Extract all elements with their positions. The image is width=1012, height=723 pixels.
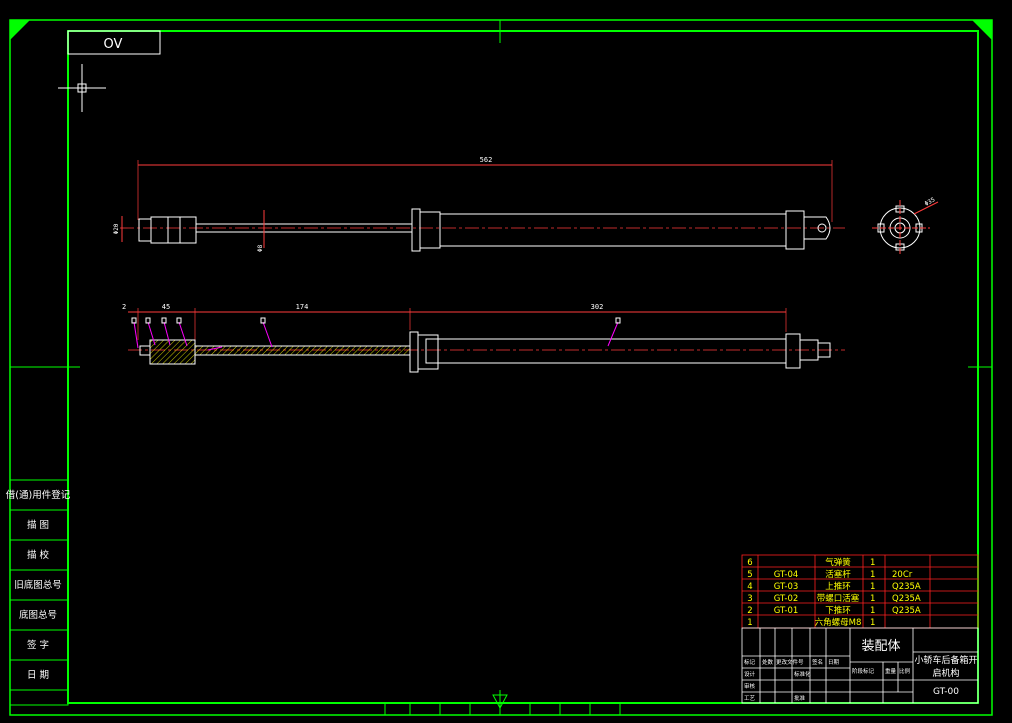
- dim-end-dia: Φ35: [924, 196, 937, 208]
- title-block-main: 装配体: [861, 639, 900, 654]
- end-view: [872, 200, 939, 256]
- bom-qty: 1: [870, 582, 875, 592]
- tb-label: 阶段标记: [852, 667, 875, 675]
- tb-label: 审核: [744, 682, 756, 690]
- bom-code: GT-01: [774, 606, 799, 616]
- title-box: [67, 30, 161, 55]
- dim-seg-b: 174: [296, 303, 309, 311]
- side-label-3: 旧底图总号: [14, 579, 62, 591]
- title-block-drawing-no: GT-00: [933, 687, 959, 697]
- bom-qty: 1: [870, 606, 875, 616]
- title-block-product-line1: 小轿车后备箱开: [914, 654, 977, 666]
- tb-label: 更改文件号: [776, 658, 804, 666]
- title-block-product-line2: 启机构: [932, 667, 959, 679]
- dim-seg-c: 302: [591, 303, 604, 311]
- bom-code: GT-04: [774, 570, 799, 580]
- top-view: 562 Φ20 Φ8: [113, 156, 845, 252]
- bom-name: 带螺口活塞: [817, 593, 860, 604]
- bom-qty: 1: [870, 594, 875, 604]
- tb-label: 日期: [828, 659, 840, 666]
- tb-label: 工艺: [744, 695, 756, 702]
- tb-label: 标准化: [794, 670, 811, 678]
- tb-label: 处数: [762, 658, 774, 666]
- bom-name: 气弹簧: [825, 557, 851, 568]
- bom-rows: 6 气弹簧 1 5 GT-04 活塞杆 1 20Cr 4 GT-03 上推环 1…: [747, 557, 921, 628]
- bom-no: 2: [747, 606, 752, 616]
- bom-qty: 1: [870, 618, 875, 628]
- tb-label: 比例: [899, 667, 911, 675]
- bom-no: 6: [747, 558, 752, 568]
- section-view: 2 45 174 302: [122, 303, 845, 373]
- side-label-5: 签 字: [27, 639, 49, 651]
- bom-code: GT-03: [774, 582, 799, 592]
- bom-code: GT-02: [774, 594, 799, 604]
- title-block-grid: [741, 627, 979, 704]
- tb-label: 批准: [794, 694, 806, 702]
- centering-arrow-icon: [492, 690, 508, 715]
- bom-name: 活塞杆: [825, 569, 851, 580]
- bom-material: Q235A: [892, 606, 921, 616]
- bom-table-grid: [741, 554, 979, 629]
- bom-no: 4: [747, 582, 752, 592]
- bom-qty: 1: [870, 570, 875, 580]
- side-label-2: 描 校: [27, 549, 50, 561]
- dim-left-dia: Φ20: [113, 223, 120, 234]
- bom-name: 上推环: [825, 581, 851, 592]
- side-label-1: 描 图: [27, 519, 49, 531]
- bom-material: 20Cr: [892, 570, 913, 580]
- dim-seg-a: 45: [162, 303, 170, 311]
- bom-no: 5: [747, 570, 752, 580]
- bom-no: 3: [747, 594, 752, 604]
- side-label-0: 借(通)用件登记: [6, 489, 71, 501]
- title-box-label: OV: [104, 37, 123, 52]
- side-label-4: 底图总号: [19, 609, 57, 621]
- tb-label: 标记: [744, 658, 756, 666]
- bom-material: Q235A: [892, 594, 921, 604]
- bom-name: 下推环: [825, 605, 851, 616]
- tb-label: 设计: [744, 670, 756, 678]
- bom-material: Q235A: [892, 582, 921, 592]
- dim-rod-dia: Φ8: [257, 244, 264, 252]
- bom-name: 六角螺母M8: [815, 617, 862, 628]
- bom-qty: 1: [870, 558, 875, 568]
- dim-seg-start: 2: [122, 303, 126, 311]
- side-register-table: [9, 479, 69, 706]
- tb-label: 签名: [812, 658, 823, 666]
- side-label-6: 日 期: [27, 670, 49, 681]
- tb-label: 重量: [885, 667, 897, 675]
- corner-markers: [10, 20, 992, 40]
- crosshair-cursor-icon: [58, 64, 106, 112]
- dim-overall-length: 562: [480, 156, 493, 164]
- bom-no: 1: [747, 618, 752, 628]
